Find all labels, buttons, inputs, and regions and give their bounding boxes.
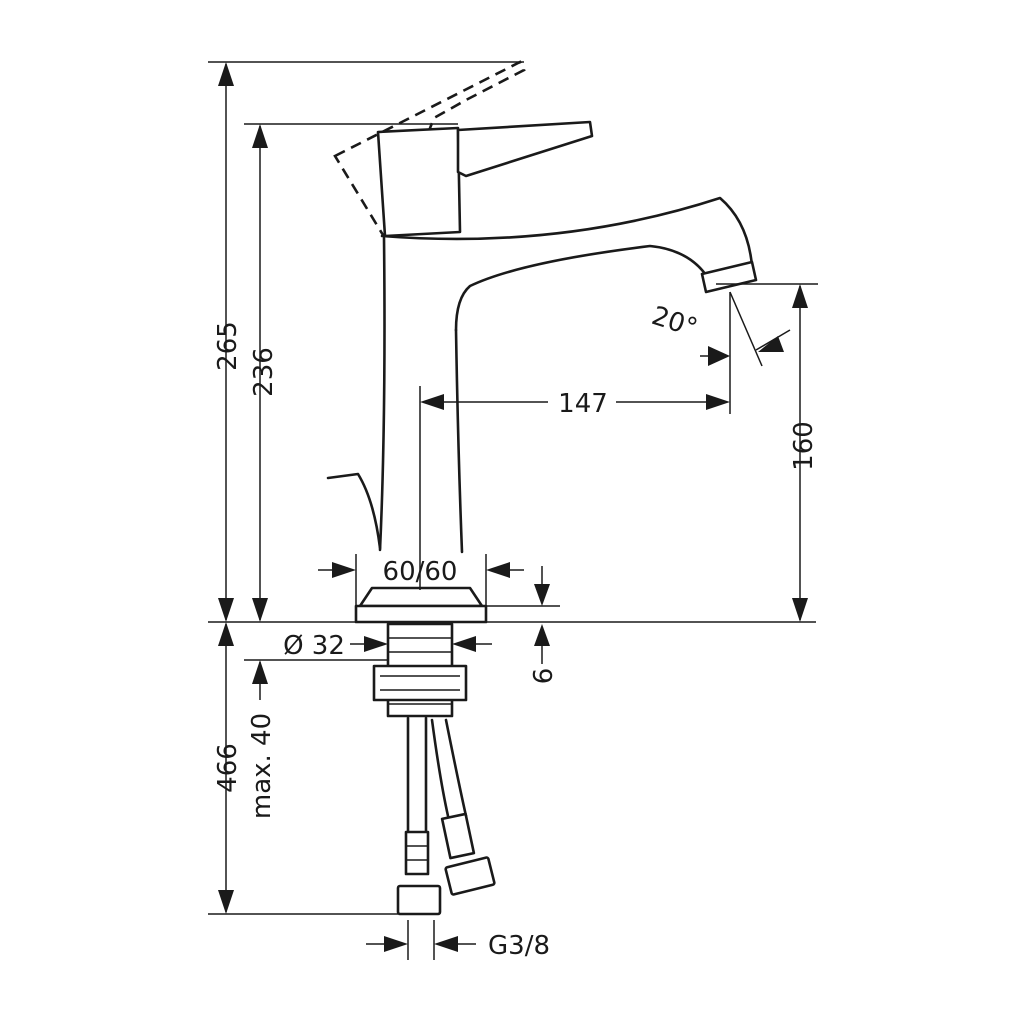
hose-left-fitting (396, 884, 442, 916)
hose-left (406, 716, 428, 834)
pop-up-rod (326, 472, 382, 550)
dim-total-height: 265 (208, 61, 524, 622)
dim-handle-height: 236 (244, 123, 458, 622)
dim-spray-angle: 20° (648, 291, 791, 367)
label-shank-diameter: Ø 32 (283, 631, 345, 661)
dim-max-counter: max. 40 (244, 659, 388, 819)
spout (380, 196, 754, 332)
label-total-height: 265 (213, 321, 243, 371)
label-below-counter: 466 (213, 743, 243, 793)
label-base-thickness: 6 (529, 668, 559, 685)
dim-base-diameter: 60/60 (318, 554, 524, 606)
body-column-right (454, 328, 464, 554)
dim-spout-height: 160 (716, 283, 819, 622)
label-spray-angle: 20° (648, 301, 701, 344)
faucet-outline (326, 60, 758, 624)
cartridge-cap (376, 126, 462, 238)
dim-base-thickness: 6 (486, 566, 560, 684)
label-base-diameter: 60/60 (383, 557, 458, 587)
mounting-nut (372, 664, 468, 702)
lever-handle (456, 120, 594, 178)
dim-spout-reach: 147 (419, 292, 731, 590)
aerator (700, 260, 758, 294)
dim-shank-diameter: Ø 32 (283, 631, 492, 661)
hose-left-crimp (404, 830, 430, 876)
label-hose-thread: G3/8 (488, 931, 550, 961)
hose-right-fitting (444, 856, 496, 896)
base-flange (358, 586, 484, 608)
label-handle-height: 236 (249, 347, 279, 397)
label-spout-reach: 147 (558, 389, 608, 419)
hose-right (430, 718, 468, 818)
dim-below-counter: 466 (208, 622, 398, 915)
label-spout-height: 160 (789, 421, 819, 471)
label-max-counter: max. 40 (247, 713, 277, 819)
body-column (378, 236, 386, 552)
base-plate (354, 604, 488, 624)
dim-hose-thread: G3/8 (366, 920, 550, 961)
hose-right-crimp (440, 812, 476, 860)
under-counter-assembly (372, 622, 496, 916)
